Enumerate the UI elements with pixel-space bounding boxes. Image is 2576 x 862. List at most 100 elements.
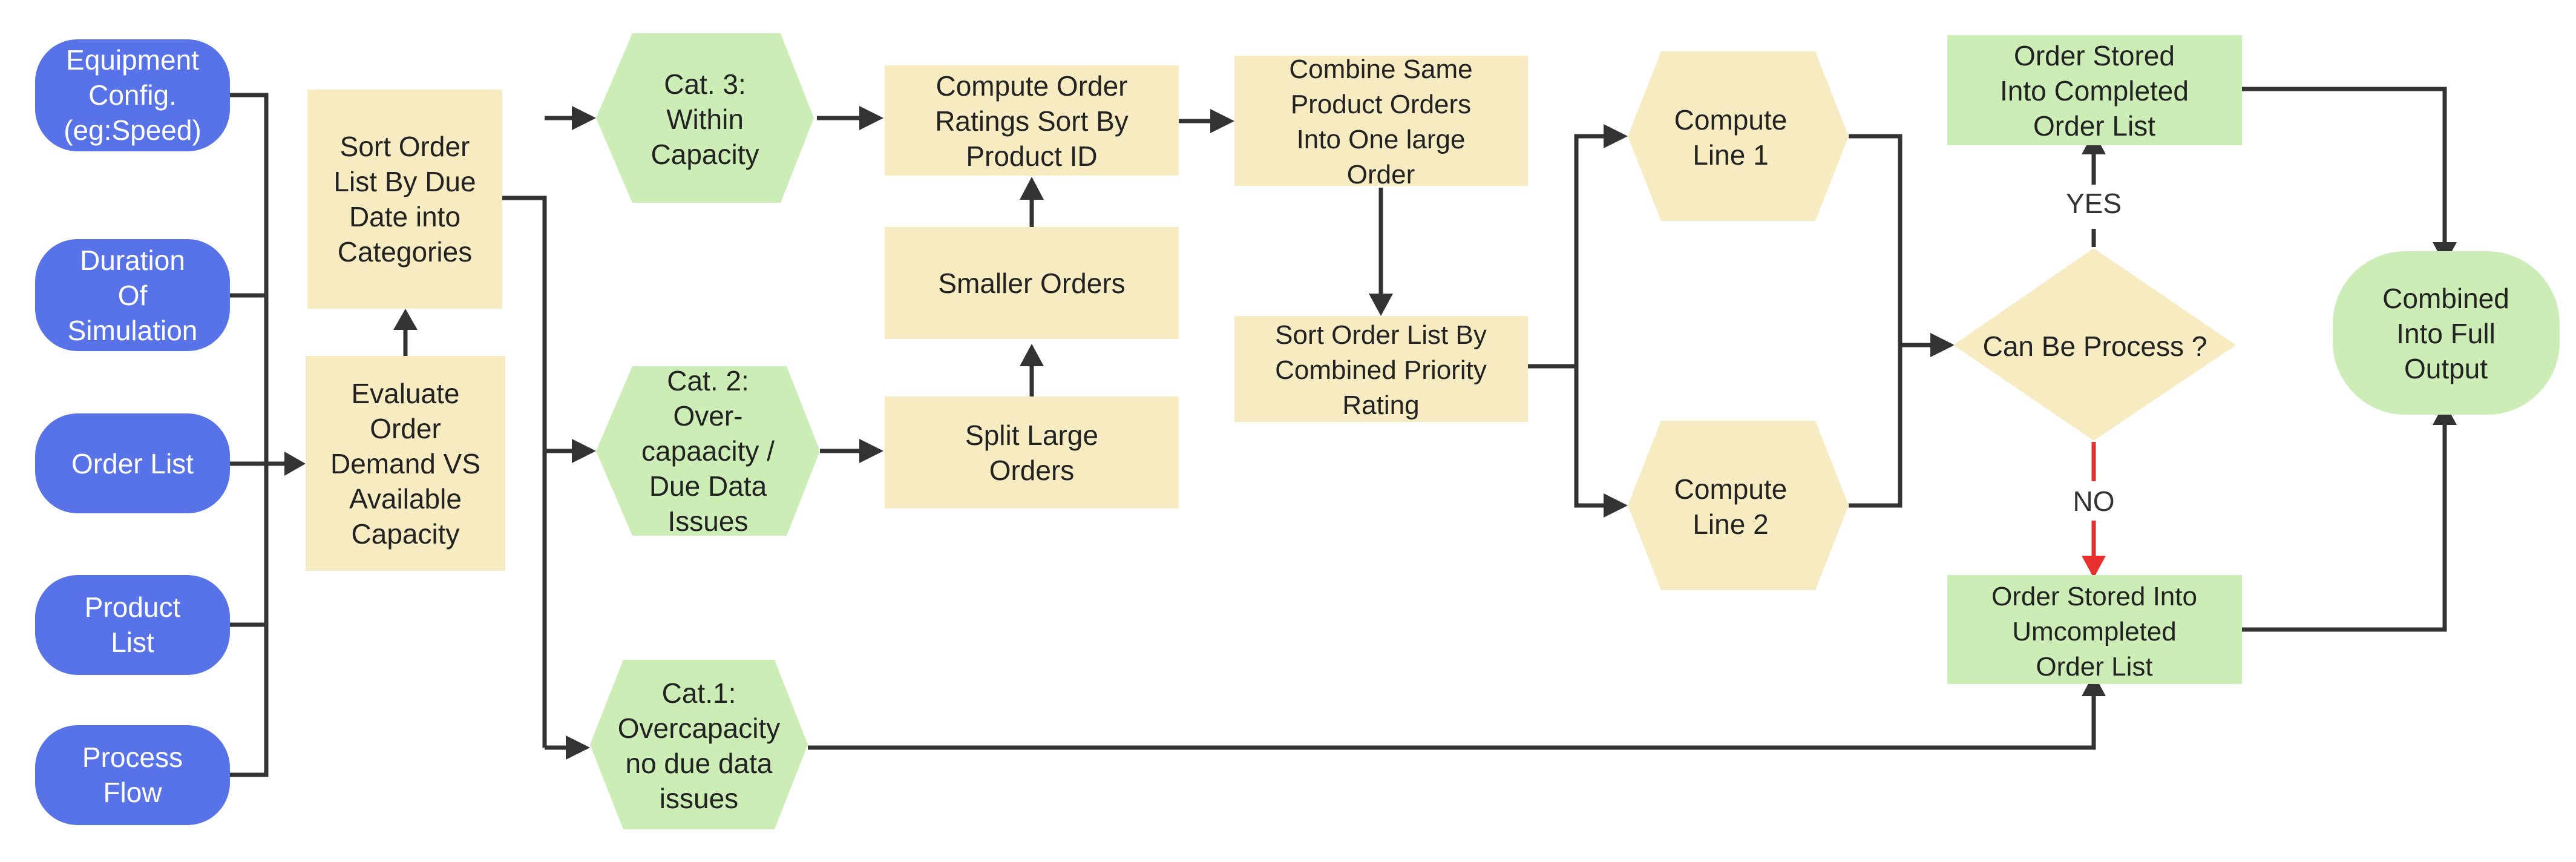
label-line: Order Stored Into bbox=[1991, 582, 2197, 611]
arrowhead-smaller bbox=[1020, 344, 1044, 366]
arrowhead-ratings bbox=[859, 106, 883, 130]
arrowhead-combine bbox=[1210, 109, 1234, 133]
input-duration-box bbox=[35, 239, 230, 351]
label-line: Categories bbox=[338, 236, 472, 268]
arrowhead-decision bbox=[1930, 333, 1955, 357]
label-line: Cat.1: bbox=[662, 677, 736, 709]
label-line: Umcompleted bbox=[2012, 617, 2176, 646]
cat3-hexagon bbox=[596, 33, 814, 203]
label-line: List By Due bbox=[333, 166, 476, 197]
label-line: capaacity / bbox=[641, 435, 775, 467]
input-orderlist-label: Order List bbox=[71, 448, 194, 479]
completed-list-box bbox=[1947, 35, 2242, 145]
input-equipment-box bbox=[35, 39, 230, 151]
edge-equipment-to-bus bbox=[230, 93, 269, 777]
label-line: Capacity bbox=[651, 139, 759, 170]
label-line: Cat. 3: bbox=[664, 68, 746, 100]
arrowhead-no bbox=[2082, 556, 2106, 578]
no-label: NO bbox=[2073, 485, 2115, 517]
edge-sortpriority-to-lines bbox=[1528, 364, 1604, 508]
label-line: Process bbox=[82, 742, 183, 773]
input-processflow-box bbox=[35, 725, 230, 825]
arrowhead-uncompleted-cat1 bbox=[2082, 674, 2106, 696]
connectors bbox=[230, 87, 2447, 777]
label-line: Compute bbox=[1674, 104, 1788, 136]
edge-uncompleted-to-output bbox=[2242, 425, 2447, 632]
label-line: Order List bbox=[2036, 652, 2152, 682]
compute-ratings-box bbox=[885, 65, 1179, 176]
label-line: Product ID bbox=[966, 140, 1097, 172]
label-line: Compute Order bbox=[936, 70, 1127, 102]
edge-completed-to-output bbox=[2242, 87, 2447, 242]
cat1-hexagon bbox=[590, 660, 808, 829]
label-line: Output bbox=[2404, 353, 2488, 384]
label-line: Split Large bbox=[965, 419, 1098, 451]
label-line: Flow bbox=[103, 777, 162, 808]
label-line: Equipment bbox=[66, 44, 199, 76]
label-line: Sort Order bbox=[340, 131, 470, 162]
arrowhead-split bbox=[859, 439, 883, 463]
compute-line1-hexagon bbox=[1628, 51, 1849, 221]
smaller-orders-label: Smaller Orders bbox=[938, 268, 1125, 299]
label-line: Order bbox=[1347, 160, 1415, 189]
label-line: Available bbox=[349, 483, 462, 515]
label-line: Cat. 2: bbox=[667, 365, 749, 396]
can-be-processed-diamond bbox=[1953, 248, 2236, 441]
label-line: Over- bbox=[673, 400, 743, 432]
label-line: Combined Priority bbox=[1275, 355, 1487, 385]
label-line: Issues bbox=[668, 505, 749, 537]
label-line: Line 2 bbox=[1693, 508, 1768, 540]
label-line: Ratings Sort By bbox=[935, 105, 1129, 137]
sort-due-date-box bbox=[307, 90, 502, 309]
combine-orders-box bbox=[1234, 56, 1528, 186]
edge-bus-to-line1 bbox=[1574, 134, 1604, 366]
label-line: Into One large bbox=[1297, 125, 1466, 154]
label-line: Due Data bbox=[649, 470, 767, 502]
label-line: Duration bbox=[80, 245, 185, 276]
label-line: Of bbox=[118, 280, 148, 311]
edge-line1-to-bus bbox=[1849, 134, 1903, 508]
compute-line2-hexagon bbox=[1628, 421, 1849, 590]
label-line: Product Orders bbox=[1291, 90, 1471, 119]
label-line: (eg:Speed) bbox=[64, 114, 202, 146]
cat2-hexagon bbox=[596, 366, 820, 536]
label-line: Config. bbox=[88, 79, 177, 111]
combined-output-box bbox=[2333, 251, 2560, 415]
label-line: List bbox=[111, 627, 154, 658]
label-line: Order List bbox=[2033, 110, 2155, 142]
label-line: Rating bbox=[1342, 390, 1419, 420]
label-line: Smaller Orders bbox=[938, 268, 1125, 299]
sort-priority-box bbox=[1234, 316, 1528, 422]
arrowhead-cat1 bbox=[566, 735, 590, 760]
label-line: Product bbox=[85, 591, 181, 623]
label-line: Date into bbox=[349, 201, 460, 232]
smaller-orders-box bbox=[885, 227, 1179, 339]
label-line: no due data bbox=[625, 748, 772, 779]
label-line: Into Completed bbox=[2000, 75, 2189, 107]
split-orders-box bbox=[885, 396, 1179, 508]
edge-cat1-to-uncompleted bbox=[808, 696, 2096, 750]
label-line: Can Be Process ? bbox=[1983, 331, 2207, 362]
label-line: Overcapacity bbox=[618, 712, 780, 744]
arrowhead-line1 bbox=[1604, 124, 1628, 148]
label-line: Order List bbox=[71, 448, 194, 479]
label-line: Compute bbox=[1674, 473, 1788, 505]
label-line: Evaluate bbox=[351, 378, 459, 409]
